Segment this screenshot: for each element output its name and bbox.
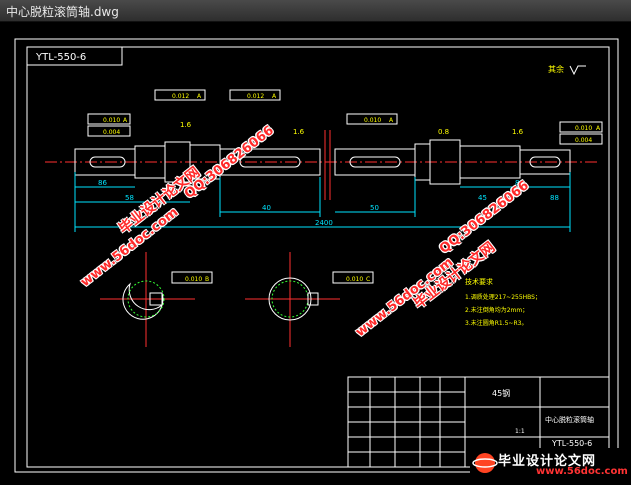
- section-view-a: [100, 252, 195, 347]
- tol-4-value: 0.010: [103, 117, 120, 124]
- tol-7-value: 0.004: [575, 137, 592, 144]
- tol-8-ref: B: [205, 276, 209, 283]
- tol-2-ref: A: [272, 93, 277, 100]
- tol-2-value: 0.012: [247, 93, 264, 100]
- tol-1-value: 0.012: [172, 93, 189, 100]
- tol-4-ref: A: [123, 117, 128, 124]
- dim-40: 40: [262, 204, 271, 212]
- roughness-4: 1.6: [512, 128, 524, 136]
- logo-title: 毕业设计论文网: [498, 454, 597, 469]
- tol-9-ref: C: [366, 276, 370, 283]
- tol-9-value: 0.010: [346, 276, 363, 283]
- window-title-bar: 中心脱粒滚筒轴.dwg: [0, 0, 631, 22]
- roughness-symbol: [569, 65, 586, 76]
- title-block-scale: 1:1: [515, 428, 525, 435]
- site-logo: [470, 448, 628, 478]
- tol-1-ref: A: [197, 93, 202, 100]
- dim-58: 58: [125, 194, 134, 202]
- tol-5-value: 0.010: [575, 125, 592, 132]
- section-view-b: [245, 252, 340, 347]
- dim-45: 45: [478, 194, 487, 202]
- roughness-2: 1.6: [293, 128, 305, 136]
- roughness-other-label: 其余: [548, 64, 564, 74]
- globe-icon: [472, 453, 498, 473]
- notes-line-1: 1.调质处理217~255HBS；: [465, 293, 541, 301]
- drawing-frame: [26, 46, 610, 468]
- technical-notes: 技术要求 1.调质处理217~255HBS； 2.未注倒角均为2mm； 3.未注…: [465, 277, 541, 327]
- roughness-3: 0.8: [438, 128, 449, 136]
- notes-line-2: 2.未注倒角均为2mm；: [465, 306, 528, 314]
- code-tag-box: [26, 46, 123, 66]
- dim-total-length: 2400: [315, 219, 333, 227]
- code-tag: YTL-550-6: [35, 52, 86, 63]
- logo-url: www.56doc.com: [536, 466, 628, 477]
- drawing-canvas[interactable]: YTL-550-6 其余 86 58 40 50 86: [0, 22, 631, 481]
- shaft-outline: [74, 139, 571, 185]
- cad-drawing: YTL-550-6 其余 86 58 40 50 86: [14, 38, 619, 473]
- roughness-1: 1.6: [180, 121, 192, 129]
- window-title: 中心脱粒滚筒轴.dwg: [6, 5, 119, 19]
- tol-3-value: 0.010: [364, 117, 381, 124]
- dim-88: 88: [550, 194, 559, 202]
- title-block-drawing-no: YTL-550-6: [551, 439, 592, 448]
- notes-line-3: 3.未注圆角R1.5~R3。: [465, 319, 527, 327]
- tol-5-ref: A: [596, 125, 601, 132]
- notes-heading: 技术要求: [465, 277, 493, 286]
- title-block-part-name: 中心脱粒滚筒轴: [545, 415, 594, 424]
- dim-86-left: 86: [98, 179, 107, 187]
- tolerance-frames: [87, 89, 603, 284]
- tol-6-value: 0.004: [103, 129, 120, 136]
- dimension-lines: [74, 172, 571, 232]
- dim-86-right: 86: [515, 179, 524, 187]
- dim-50: 50: [370, 204, 379, 212]
- drawing-border: [14, 38, 619, 473]
- title-block-material: 45钢: [492, 388, 510, 398]
- tol-3-ref: A: [389, 117, 394, 124]
- tol-8-value: 0.010: [185, 276, 202, 283]
